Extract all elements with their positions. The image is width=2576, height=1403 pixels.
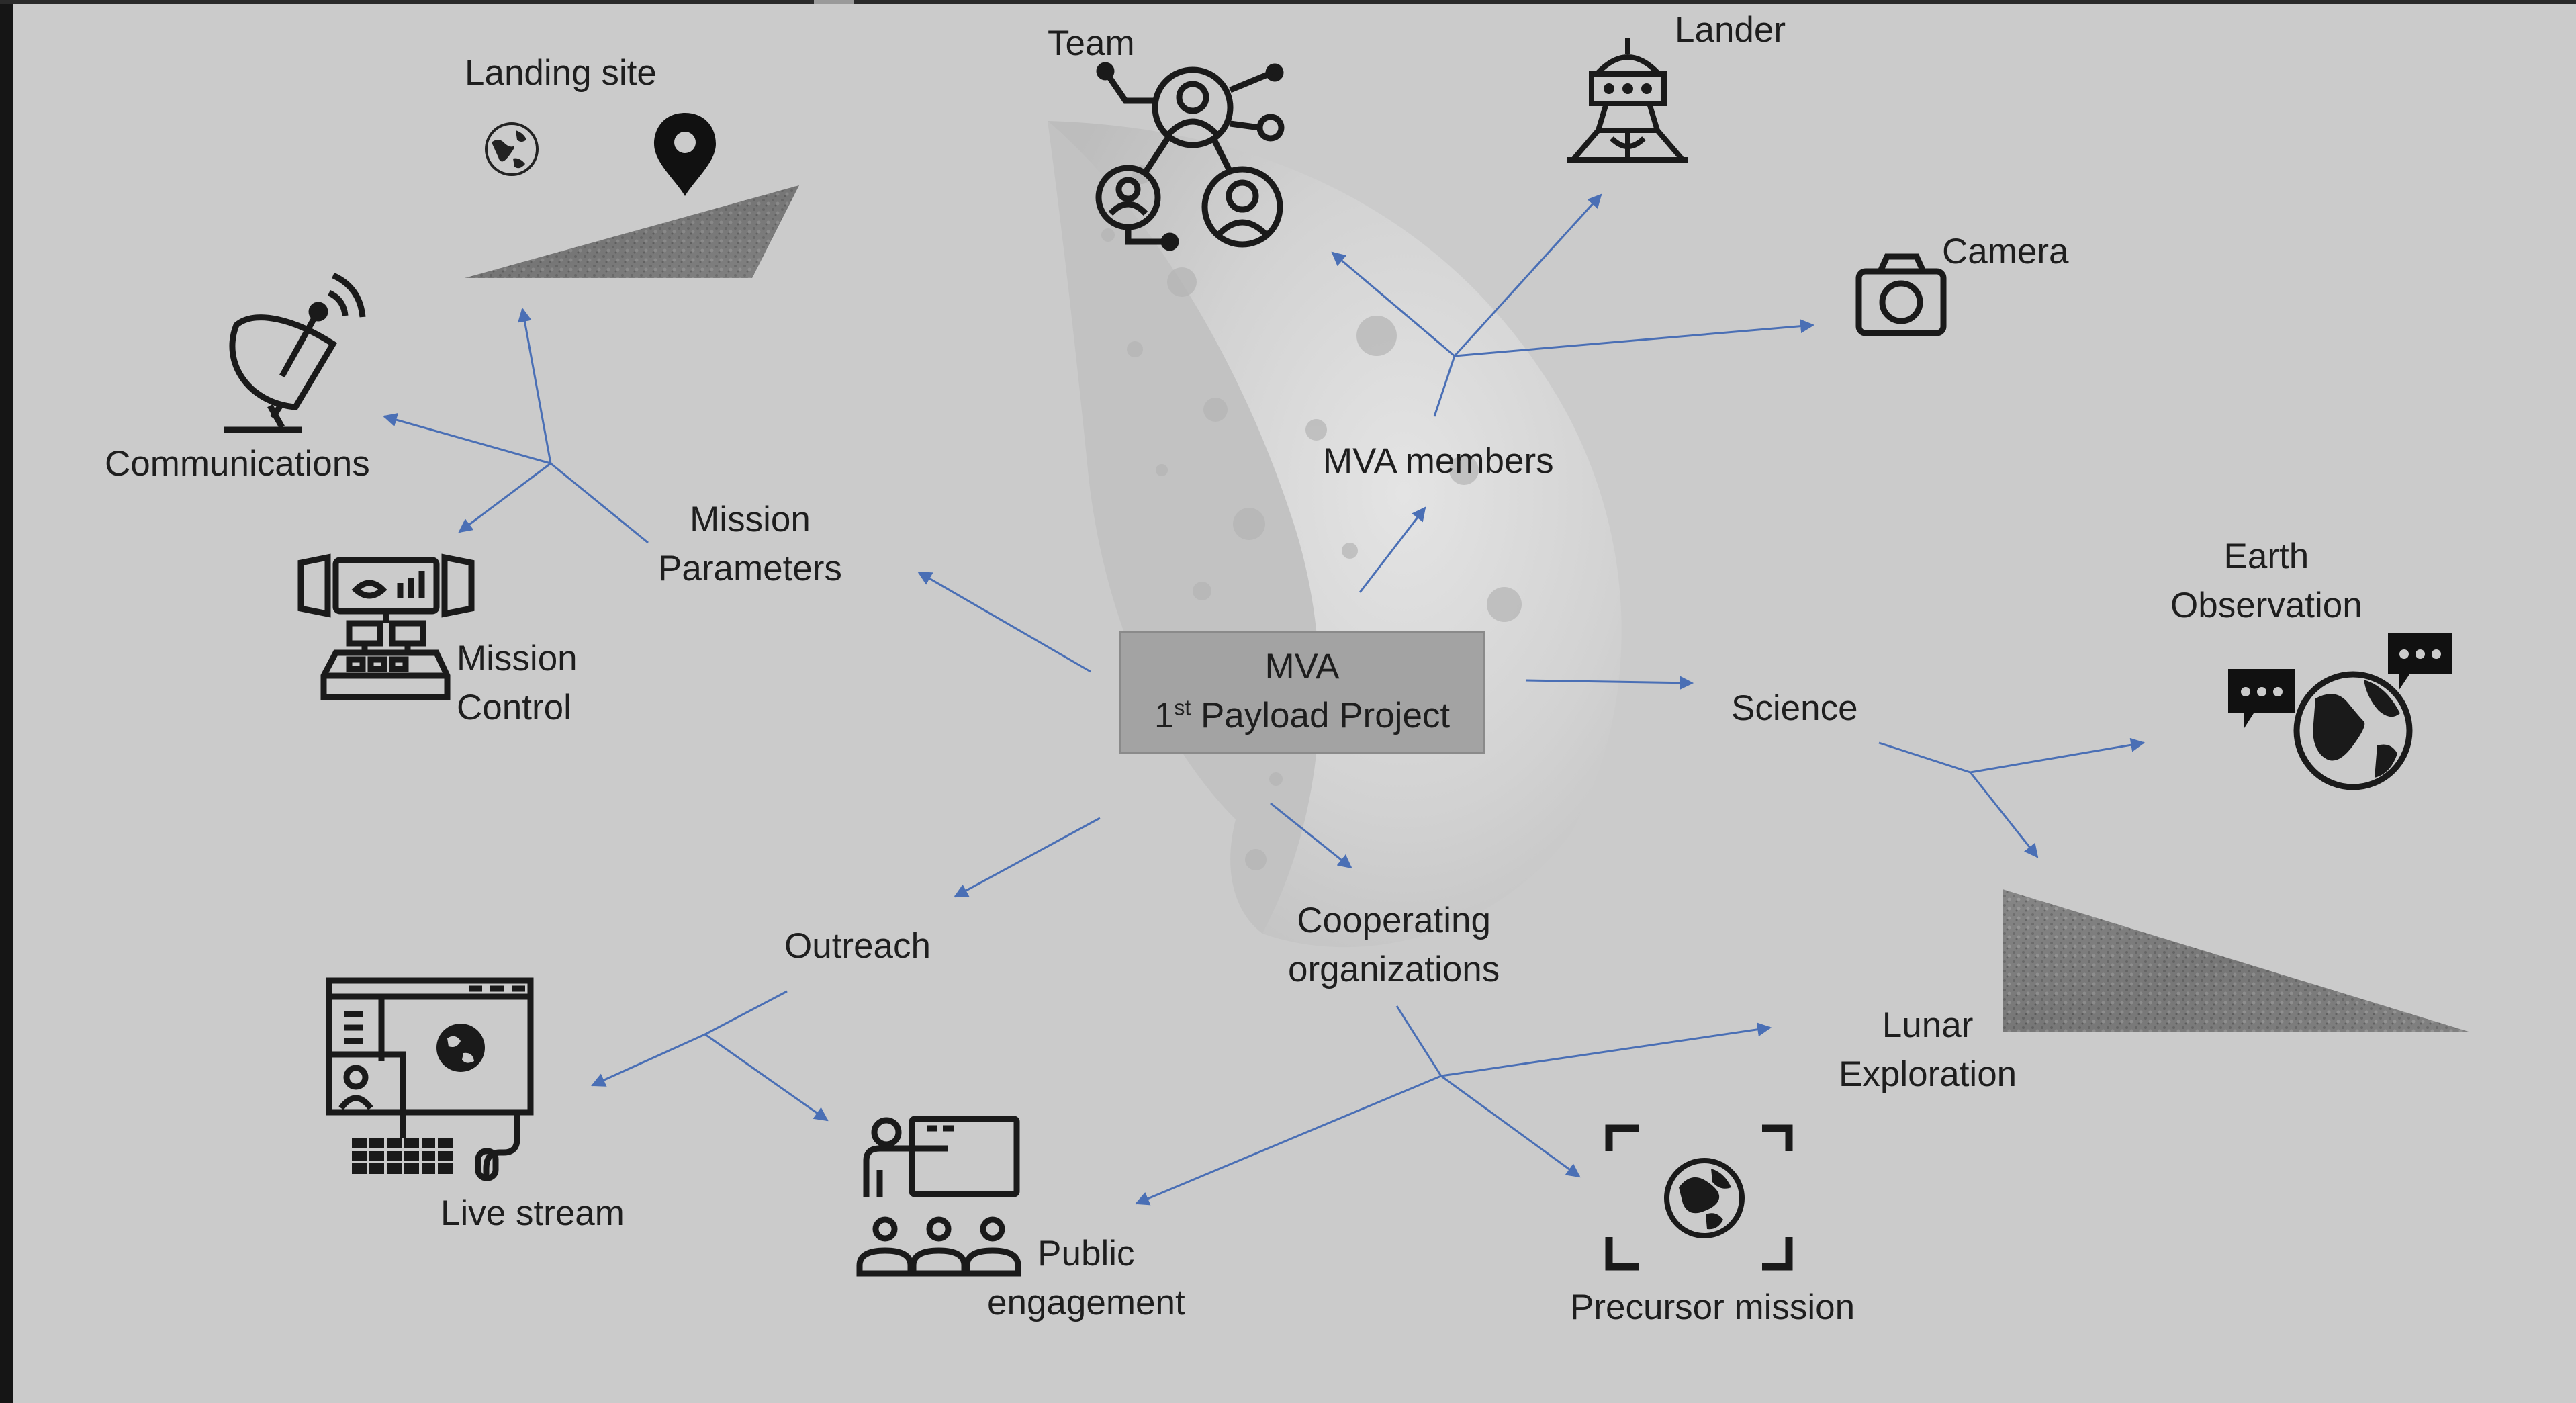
center-node: MVA 1st Payload Project — [1119, 631, 1485, 754]
window-frame-top — [0, 0, 2576, 4]
label-earth-observation-line2: Observation — [2170, 586, 2362, 625]
label-mission-parameters-line2: Parameters — [658, 549, 842, 588]
label-cooperating-organizations: Cooperating organizations — [1288, 896, 1500, 994]
globe-icon — [485, 122, 539, 176]
moon-image — [1048, 121, 1622, 948]
precursor-globe-icon — [1605, 1124, 1793, 1271]
label-outreach: Outreach — [784, 926, 931, 966]
team-network-icon — [1095, 62, 1285, 251]
label-lunar-exploration-line1: Lunar — [1882, 1005, 1974, 1045]
connector-lines — [382, 193, 2146, 1206]
label-public-engagement-line2: engagement — [987, 1283, 1185, 1322]
label-science: Science — [1731, 688, 1858, 728]
satellite-dish-icon — [224, 272, 366, 433]
label-mission-parameters: Mission Parameters — [658, 495, 842, 593]
label-earth-observation: Earth Observation — [2170, 532, 2362, 630]
label-team: Team — [1048, 24, 1135, 63]
lunar-surface-image — [2003, 889, 2469, 1032]
label-landing-site: Landing site — [465, 53, 657, 93]
window-frame-mark — [814, 0, 854, 4]
camera-icon — [1855, 253, 1947, 336]
label-lander: Lander — [1675, 10, 1786, 50]
label-public-engagement-line1: Public — [1038, 1234, 1135, 1273]
label-cooperating-line2: organizations — [1288, 950, 1500, 989]
label-mva-members: MVA members — [1323, 441, 1554, 481]
lander-icon — [1567, 38, 1688, 163]
location-pin-icon — [654, 113, 716, 196]
label-communications: Communications — [105, 444, 370, 484]
label-mission-control-line2: Control — [457, 688, 571, 727]
label-mission-parameters-line1: Mission — [690, 500, 811, 539]
label-mission-control: Mission Control — [457, 634, 578, 732]
public-engagement-icon — [856, 1116, 1021, 1277]
label-camera: Camera — [1942, 232, 2069, 271]
earth-chat-icon — [2228, 633, 2452, 790]
window-frame-left — [0, 0, 13, 1403]
center-subtitle-text: Payload Project — [1191, 696, 1451, 735]
live-stream-icon — [326, 977, 534, 1181]
terrain-image — [465, 185, 799, 278]
center-title: MVA — [1264, 647, 1340, 686]
label-cooperating-line1: Cooperating — [1297, 901, 1491, 940]
center-subtitle-number: 1 — [1154, 696, 1175, 735]
center-subtitle: 1st Payload Project — [1121, 691, 1483, 740]
center-subtitle-ordinal: st — [1174, 695, 1191, 720]
label-precursor-mission: Precursor mission — [1570, 1287, 1855, 1327]
label-lunar-exploration: Lunar Exploration — [1839, 1001, 2017, 1099]
label-live-stream: Live stream — [441, 1193, 625, 1233]
label-earth-observation-line1: Earth — [2223, 537, 2309, 576]
label-mission-control-line1: Mission — [457, 639, 578, 678]
label-public-engagement: Public engagement — [987, 1229, 1185, 1327]
label-lunar-exploration-line2: Exploration — [1839, 1054, 2017, 1094]
mission-control-icon — [297, 553, 475, 700]
